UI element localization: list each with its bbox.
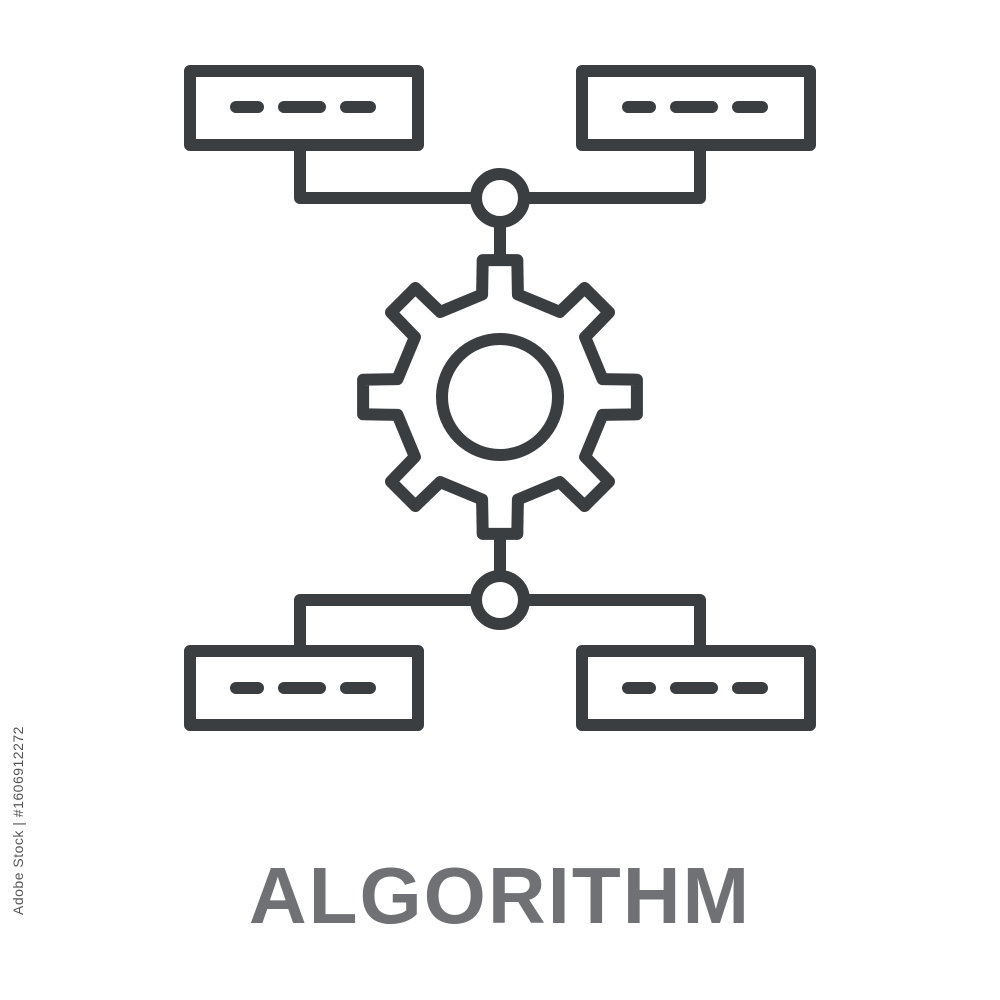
- data-box-top-right: [576, 65, 816, 151]
- data-box-bottom-left: [184, 645, 424, 731]
- connector-top: [294, 139, 706, 266]
- stock-id-label: Adobe Stock | #1606912272: [10, 726, 26, 915]
- gear-icon: [357, 254, 643, 540]
- diagram-title: ALGORITHM: [248, 851, 752, 940]
- data-box-top-left: [184, 65, 424, 151]
- data-box-bottom-right: [576, 645, 816, 731]
- connector-bottom: [294, 528, 706, 657]
- node-circle-icon-bottom: [470, 570, 530, 630]
- node-circle-icon-top: [470, 168, 530, 228]
